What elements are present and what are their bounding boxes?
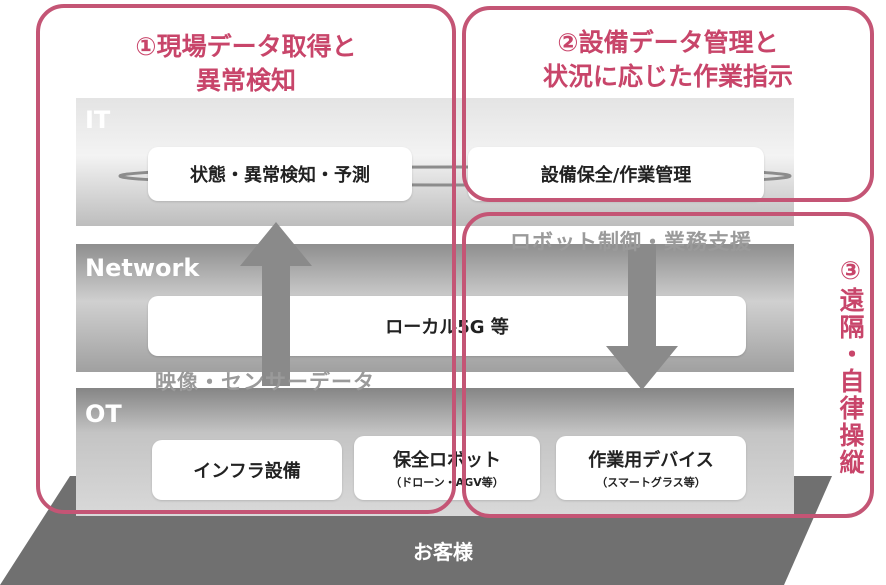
down-arrow-icon (606, 244, 678, 390)
it-layer-label: IT (85, 106, 111, 134)
up-arrow-icon (240, 222, 312, 386)
anomaly-detection-box: 状態・異常検知・予測 (148, 147, 412, 201)
customer-label: お客様 (413, 540, 473, 564)
work-device-label: 作業用デバイス (588, 450, 714, 471)
infrastructure-label: インフラ設備 (193, 461, 301, 482)
section2-title: ②設備データ管理と 状況に応じた作業指示 (466, 26, 870, 94)
ot-layer-label: OT (85, 400, 122, 428)
up-arrow-label: 映像・センサーデータ (155, 370, 375, 394)
maintenance-robot-box: 保全ロボット （ドローン・AGV等） (354, 436, 540, 500)
maintenance-management-label: 設備保全/作業管理 (540, 165, 692, 186)
section3-outline (462, 212, 874, 518)
section1-outline (36, 4, 456, 514)
work-device-sublabel: （スマートグラス等） (596, 476, 706, 489)
section3-title: ③遠隔・自律操縦 (836, 256, 865, 476)
maintenance-management-box: 設備保全/作業管理 (468, 147, 764, 201)
section2-outline (462, 6, 874, 202)
down-arrow-label: ロボット制御・業務支援 (510, 230, 752, 254)
work-device-box: 作業用デバイス （スマートグラス等） (556, 436, 746, 500)
anomaly-detection-label: 状態・異常検知・予測 (190, 165, 370, 186)
section2-title-line1: ②設備データ管理と (557, 28, 779, 57)
maintenance-robot-label: 保全ロボット (393, 450, 501, 471)
local5g-label: ローカル5G 等 (385, 317, 509, 338)
network-layer-label: Network (85, 254, 200, 282)
section1-title-line2: 異常検知 (195, 66, 296, 95)
section2-title-line2: 状況に応じた作業指示 (542, 62, 793, 91)
section1-title: ①現場データ取得と 異常検知 (40, 30, 452, 98)
maintenance-robot-sublabel: （ドローン・AGV等） (390, 476, 504, 489)
section1-title-line1: ①現場データ取得と (135, 32, 357, 61)
infrastructure-box: インフラ設備 (152, 440, 342, 500)
